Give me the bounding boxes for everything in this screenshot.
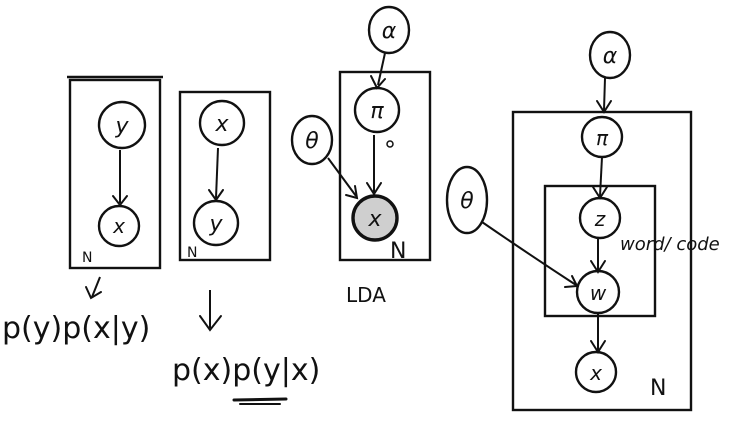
node-pi-lda-label: π	[370, 99, 384, 124]
node-x-d4-label: x	[589, 361, 602, 385]
arrowhead-formula-d2	[199, 315, 222, 332]
edge-alpha-pi-d4	[603, 77, 606, 111]
node-x-d2-label: x	[214, 112, 229, 137]
node-y-d1-label: y	[114, 114, 129, 139]
outer-plate-d4	[511, 110, 693, 412]
arrow-to-formula-d1	[91, 276, 101, 298]
node-x-d4	[574, 350, 618, 394]
node-x-d2	[198, 99, 246, 147]
edge-theta-w-d4	[481, 221, 577, 286]
node-alpha-d4	[588, 30, 632, 80]
arrowhead-pi-x-lda	[366, 182, 382, 196]
node-x-lda-observed	[351, 194, 399, 242]
diagram-4: α π z w θ x word/ code N	[445, 30, 720, 412]
caption-lda: LDA	[346, 283, 386, 307]
node-pi-d4-label: π	[596, 126, 609, 150]
inner-plate-label-d4: word/ code	[620, 234, 720, 255]
node-theta-lda-label: θ	[305, 129, 319, 154]
diagram-1: y x N p(y)p(x|y)	[2, 75, 163, 346]
node-y-d2-label: y	[208, 212, 223, 237]
edge-x-y-d2	[215, 147, 219, 199]
formula-d1: p(y)p(x|y)	[2, 311, 150, 346]
node-theta-d4	[445, 165, 489, 235]
plate-d1	[68, 78, 162, 270]
edge-pi-z-d4	[599, 156, 603, 197]
plate-d1-label: N	[82, 250, 92, 266]
node-w-d4-label: w	[590, 281, 607, 305]
arrowhead-theta-x-lda	[345, 185, 359, 200]
node-z-d4	[578, 196, 622, 240]
node-alpha-lda-label: α	[382, 19, 397, 44]
plate-d2	[178, 90, 272, 262]
node-z-d4-label: z	[594, 207, 606, 231]
node-x-d1	[97, 204, 141, 248]
formula-d2: p(x)p(y|x)	[172, 353, 320, 388]
diagram-2: x y N p(x)p(y|x)	[172, 90, 320, 405]
plate-lda-label: N	[390, 239, 406, 264]
node-x-d1-label: x	[112, 214, 125, 238]
small-mark-lda	[386, 140, 394, 148]
edge-alpha-pi-lda	[377, 52, 386, 86]
arrowhead-formula-d1	[85, 286, 102, 300]
node-alpha-d4-label: α	[603, 44, 618, 69]
node-x-lda-label: x	[367, 207, 382, 232]
node-alpha-lda	[367, 5, 411, 55]
node-y-d2	[192, 199, 240, 247]
node-y-d1	[97, 100, 147, 150]
edge-theta-x-lda	[327, 157, 357, 197]
underline-1-d2	[232, 397, 288, 402]
node-theta-d4-label: θ	[460, 189, 474, 214]
plate-d2-label: N	[187, 245, 197, 261]
plate-lda	[338, 70, 432, 262]
arrowhead-theta-w-d4	[564, 275, 579, 288]
node-pi-lda	[353, 86, 401, 134]
diagram-lda: α π θ x N LDA	[290, 5, 432, 307]
outer-plate-label-d4: N	[650, 376, 666, 401]
node-theta-lda	[290, 114, 334, 166]
inner-plate-d4	[543, 184, 657, 318]
